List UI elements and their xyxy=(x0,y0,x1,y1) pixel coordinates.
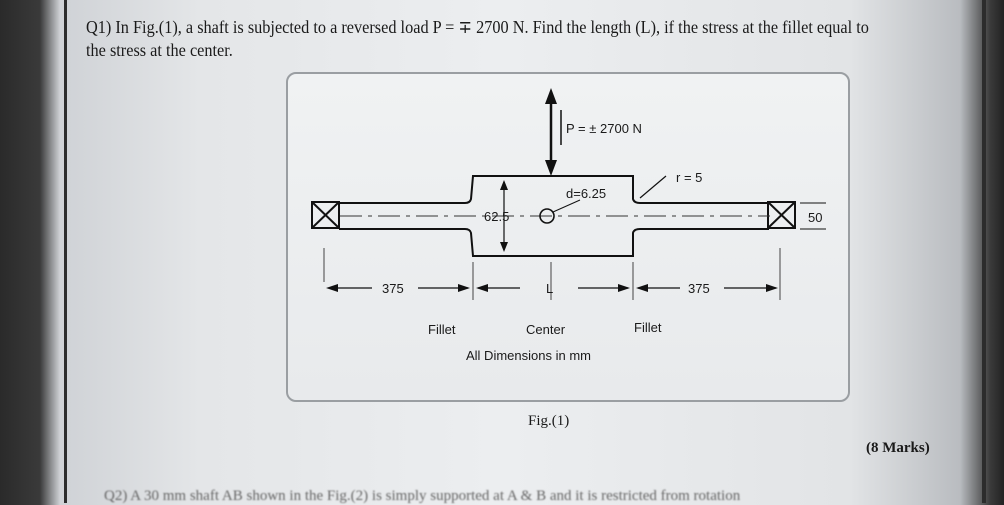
marks-label: (8 Marks) xyxy=(866,440,930,456)
center-length-label: L xyxy=(546,281,553,296)
fillet-radius-label: r = 5 xyxy=(676,170,702,185)
left-length-label: 375 xyxy=(382,281,404,296)
page-edge-right xyxy=(982,0,986,503)
load-label: P = ± 2700 N xyxy=(566,121,642,136)
small-diameter-label: 50 xyxy=(808,210,822,225)
right-length-label: 375 xyxy=(688,281,710,296)
next-question-text: Q2) A 30 mm shaft AB shown in the Fig.(2… xyxy=(104,488,741,504)
question-text: Q1) In Fig.(1), a shaft is subjected to … xyxy=(86,17,869,60)
units-note: All Dimensions in mm xyxy=(466,348,591,363)
center-label: Center xyxy=(526,322,566,337)
right-support-icon xyxy=(767,201,796,229)
large-diameter-label: 62.5 xyxy=(484,209,509,224)
page-edge-left xyxy=(64,0,67,503)
fillet-right-label: Fillet xyxy=(634,320,662,335)
hole-symbol xyxy=(539,208,555,224)
figure-frame xyxy=(286,72,850,402)
fillet-left-label: Fillet xyxy=(428,322,456,337)
load-arrow xyxy=(545,88,557,176)
left-support-icon xyxy=(311,201,340,229)
figure-caption: Fig.(1) xyxy=(528,413,570,429)
hole-diameter-label: d=6.25 xyxy=(566,186,606,201)
